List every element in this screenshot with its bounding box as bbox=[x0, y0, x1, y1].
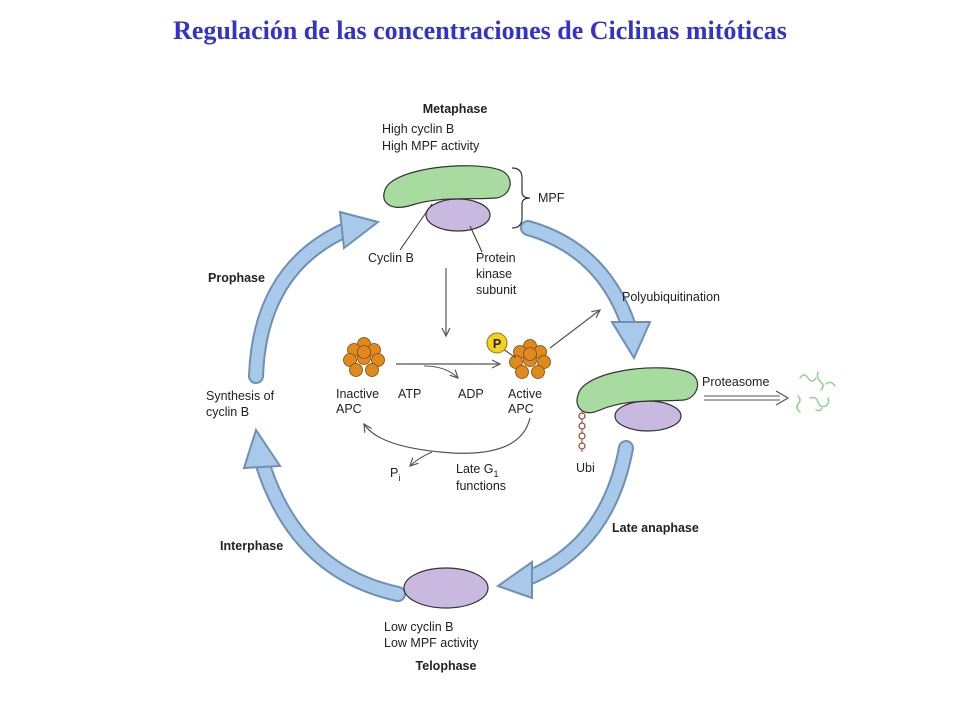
cycle-arrow-telophase-to-synthesis bbox=[242, 427, 406, 602]
apc-subunit bbox=[537, 355, 551, 369]
apc-subunit bbox=[365, 363, 379, 377]
cycle-arrow-anaphase-to-telophase bbox=[495, 440, 634, 600]
pi-text: P bbox=[390, 466, 398, 480]
phase-label-prophase: Prophase bbox=[208, 271, 265, 285]
apc-subunit bbox=[343, 353, 357, 367]
adp-label: ADP bbox=[458, 387, 484, 401]
mpf-bracket bbox=[511, 167, 531, 229]
atp-label: ATP bbox=[398, 387, 421, 401]
mpf-complex bbox=[383, 165, 531, 253]
metaphase-line-1: High cyclin B bbox=[382, 122, 454, 136]
apc-subunit bbox=[523, 347, 537, 361]
apc-inactivation-arrow bbox=[364, 417, 531, 466]
inactive-apc-cluster bbox=[343, 337, 385, 377]
inactive-apc-label-line-1: Inactive bbox=[336, 387, 379, 401]
cyclin-b-pointer bbox=[399, 203, 433, 251]
kinase-pointer bbox=[469, 225, 483, 253]
cycle-arrow-metaphase-to-anaphase bbox=[520, 220, 652, 361]
inactive-apc-label-line-2: APC bbox=[336, 402, 362, 416]
phosphate-group: P bbox=[486, 332, 517, 359]
synthesis-label-line-2: cyclin B bbox=[206, 405, 249, 419]
late-g1-subscript: 1 bbox=[494, 469, 499, 479]
apc-subunit bbox=[531, 365, 545, 379]
ubiquitinated-mpf-complex bbox=[576, 367, 699, 452]
phosphate-p-label: P bbox=[493, 337, 501, 351]
active-apc-label-line-1: Active bbox=[508, 387, 542, 401]
apc-activation-reaction bbox=[396, 364, 500, 378]
late-g1-line-1: Late G1 bbox=[456, 462, 499, 479]
telophase-line-2: Low MPF activity bbox=[384, 636, 479, 650]
late-g1-line-2: functions bbox=[456, 479, 506, 493]
telophase-kinase-subunit bbox=[403, 567, 489, 609]
cyclin-b-shape bbox=[383, 165, 511, 208]
apc-subunit bbox=[349, 363, 363, 377]
active-apc-cluster bbox=[509, 339, 551, 379]
phase-label-late-anaphase: Late anaphase bbox=[612, 521, 699, 535]
kinase-label-line-1: Protein bbox=[476, 251, 516, 265]
active-apc-label-line-2: APC bbox=[508, 402, 534, 416]
late-g1-text: Late G bbox=[456, 462, 494, 476]
ubiquitin-chain bbox=[578, 410, 586, 452]
page-title: Regulación de las concentraciones de Cic… bbox=[173, 16, 787, 45]
pi-subscript: i bbox=[398, 473, 400, 483]
polyubiquitination-arrow bbox=[549, 310, 600, 349]
apc-subunit bbox=[515, 365, 529, 379]
phase-label-telophase: Telophase bbox=[416, 659, 477, 673]
cyclin-b-label: Cyclin B bbox=[368, 251, 414, 265]
ubi-label: Ubi bbox=[576, 461, 595, 475]
mpf-label: MPF bbox=[538, 191, 565, 205]
kinase-label-line-3: subunit bbox=[476, 283, 517, 297]
kinase-label-line-2: kinase bbox=[476, 267, 512, 281]
phase-label-metaphase: Metaphase bbox=[423, 102, 488, 116]
degraded-cyclin-fragments bbox=[796, 371, 836, 413]
protein-kinase-subunit-shape bbox=[425, 198, 491, 232]
apc-subunit bbox=[509, 355, 523, 369]
metaphase-line-2: High MPF activity bbox=[382, 139, 480, 153]
telophase-line-1: Low cyclin B bbox=[384, 620, 453, 634]
synthesis-label-line-1: Synthesis of bbox=[206, 389, 275, 403]
pi-label: Pi bbox=[390, 466, 400, 483]
proteasome-arrow bbox=[704, 390, 790, 406]
proteasome-label: Proteasome bbox=[702, 375, 769, 389]
polyubiquitination-label: Polyubiquitination bbox=[622, 290, 720, 304]
cycle-arrow-synthesis-to-metaphase bbox=[248, 210, 381, 384]
apc-subunit bbox=[357, 345, 371, 359]
apc-subunit bbox=[371, 353, 385, 367]
phase-label-interphase: Interphase bbox=[220, 539, 283, 553]
